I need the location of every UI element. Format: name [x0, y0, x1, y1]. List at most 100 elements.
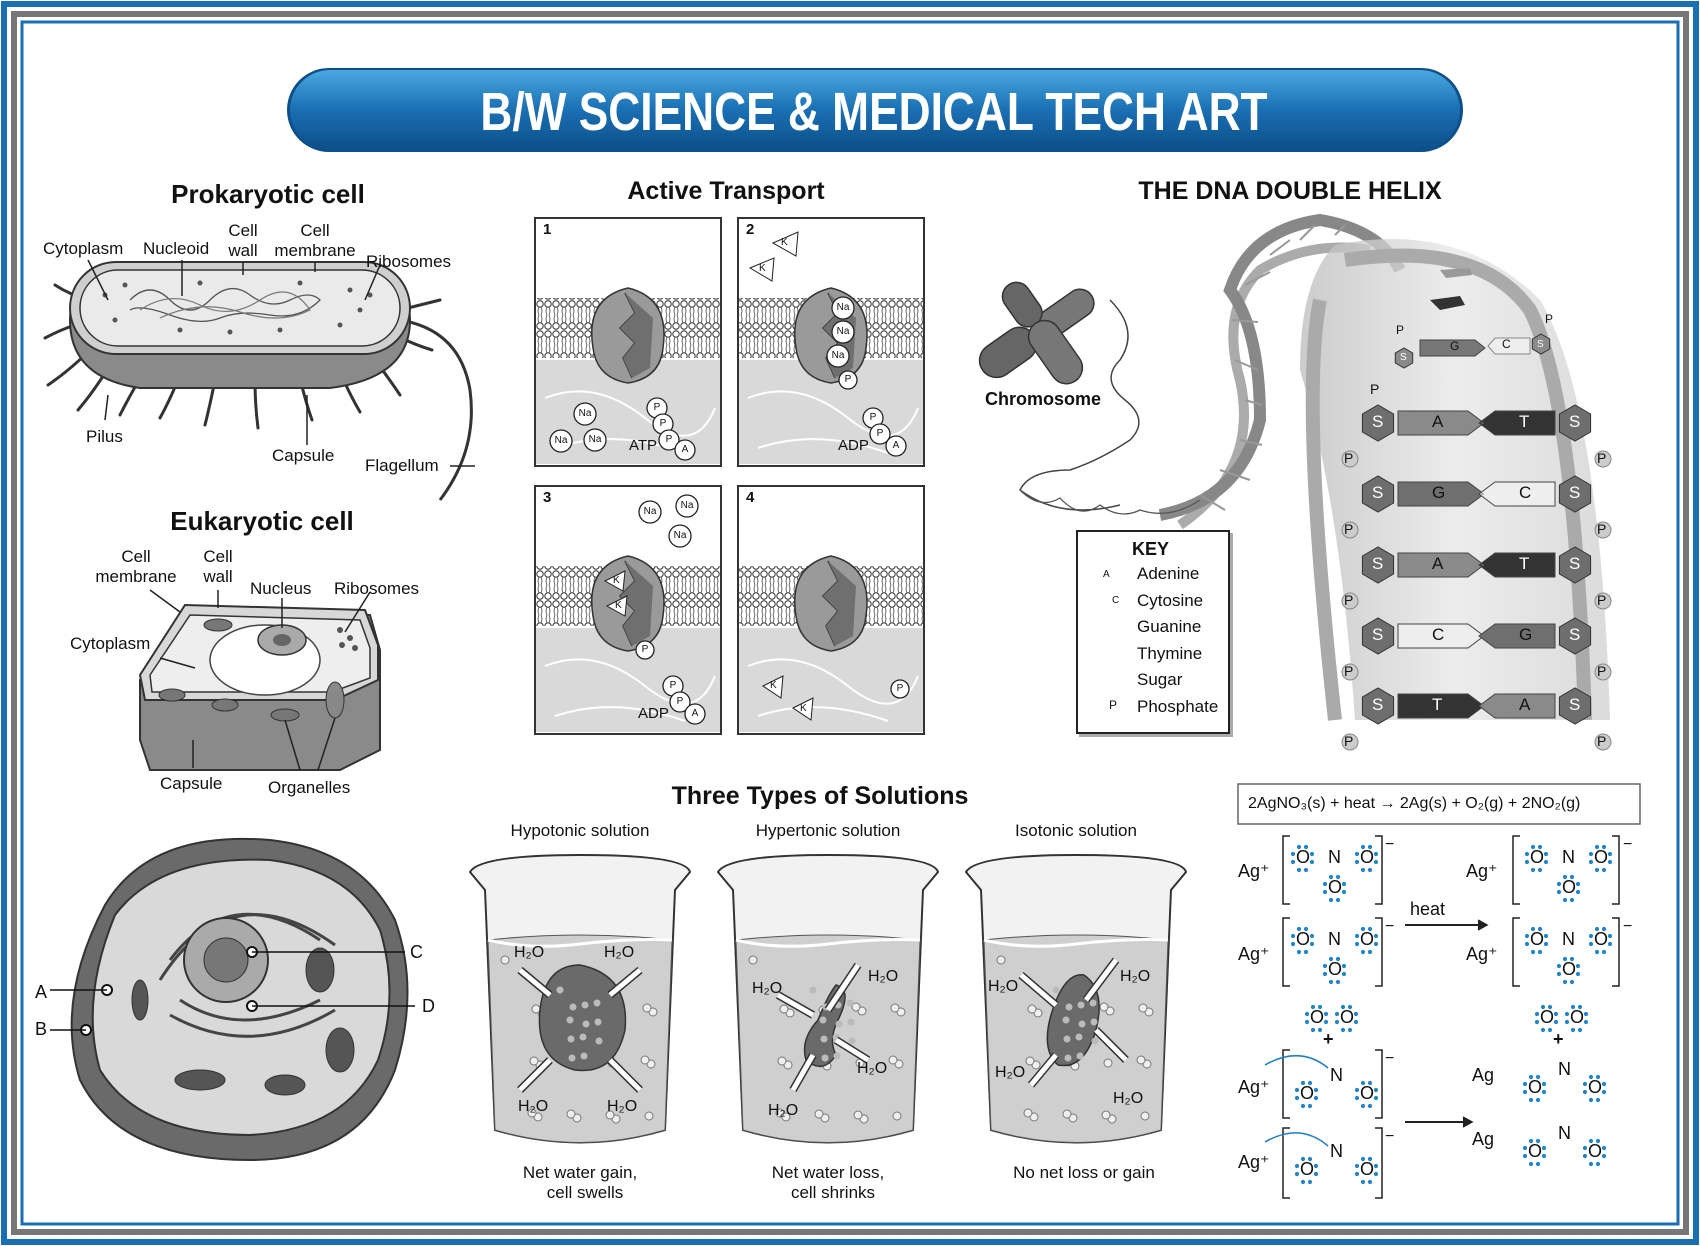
water-label-9: H₂O [1120, 968, 1151, 985]
na-ion-1a-circle [573, 402, 597, 426]
chem-ag-1: Ag [1472, 1065, 1495, 1085]
key-letter-c: C [1112, 595, 1120, 606]
dna-p-left-1: P [1344, 521, 1354, 537]
p-2-circle [838, 370, 858, 390]
key-label-phosphate: Phosphate [1137, 696, 1219, 716]
dna-key-box: KEY [1076, 530, 1230, 734]
solution-caption1-2: No net loss or gain [1013, 1163, 1155, 1182]
na-ion-1b-circle [549, 429, 573, 453]
k-ion-3b: K [615, 600, 622, 611]
label-a: A [35, 982, 48, 1002]
p-2b-circle [869, 423, 891, 445]
o2-1-atom-0: O [1310, 1007, 1325, 1027]
label-cell-membrane-1: Cell [300, 221, 330, 240]
nitrite-4-atom-1: O [1528, 1141, 1543, 1161]
nitrite-2-atom-1: O [1300, 1159, 1315, 1179]
nitrate-4-atom-3: O [1562, 959, 1577, 979]
p-4-circle [890, 679, 910, 699]
nitrate-1-atom-0: O [1296, 847, 1311, 867]
label-cell-wall-1: Cell [228, 221, 258, 240]
na-ion-3b: Na [680, 500, 694, 511]
p-2: P [844, 374, 852, 385]
na-ion-3a-circle [638, 500, 662, 524]
p-3a: P [669, 680, 677, 691]
na-ion-3c-circle [668, 524, 692, 548]
label-capsule: Capsule [272, 446, 335, 465]
nitrate-2-atom-2: O [1360, 929, 1375, 949]
label-nucleoid: Nucleoid [143, 239, 210, 258]
na-ion-3a: Na [643, 506, 657, 517]
p-2a: P [869, 412, 877, 423]
dna-top-right-label: C [1502, 337, 1511, 351]
dna-p-right-0: P [1597, 450, 1607, 466]
dna-p-right-4: P [1597, 733, 1607, 749]
dna-s-right-1: S [1569, 483, 1581, 502]
label-cytoplasm: Cytoplasm [43, 239, 124, 258]
atp-label: ATP [629, 437, 658, 454]
p-1c: P [665, 434, 673, 445]
water-label-6: H₂O [857, 1060, 888, 1077]
nitrate-3-atom-1: N [1562, 847, 1575, 867]
water-label-10: H₂O [995, 1064, 1026, 1081]
chem-equation: 2AgNO₃(s) + heat → 2Ag(s) + O₂(g) + 2NO₂… [1248, 795, 1581, 812]
dna-title: THE DNA DOUBLE HELIX [1138, 177, 1442, 205]
poster-title: B/W SCIENCE & MEDICAL TECH ART [480, 82, 1268, 142]
label-euk-capsule: Capsule [160, 774, 223, 793]
dna-p-left-0: P [1344, 450, 1354, 466]
eukaryotic-title: Eukaryotic cell [170, 506, 354, 536]
dna-top-p-left: P [1396, 323, 1405, 337]
k-ion-4a: K [770, 680, 777, 691]
k-ion-4b: K [800, 703, 807, 714]
chem-ag-plus-2: Ag⁺ [1238, 944, 1270, 964]
label-chromosome: Chromosome [985, 389, 1102, 409]
dna-s-left-2: S [1372, 554, 1384, 573]
dna-p-right-3: P [1597, 663, 1607, 679]
chem-heat-label: heat [1410, 899, 1446, 919]
solutions-illustration [468, 853, 1188, 1144]
dna-base-right-label-3: G [1519, 625, 1533, 644]
dna-sugar-left-3 [1361, 617, 1395, 655]
nitrate-1-atom-2: O [1360, 847, 1375, 867]
nitrate-2-atom-3: O [1328, 959, 1343, 979]
nitrite-2-atom-0: N [1330, 1141, 1343, 1161]
label-euk-ribosomes: Ribosomes [334, 579, 420, 598]
dna-base-right-4 [1478, 693, 1556, 719]
dna-base-left-label-2: A [1432, 554, 1444, 573]
na-ion-3b-circle [675, 494, 699, 518]
nitrate-3-atom-2: O [1594, 847, 1609, 867]
dna-base-left-1 [1397, 481, 1485, 507]
chem-minus-3: − [1623, 918, 1633, 935]
water-label-3: H₂O [607, 1098, 638, 1115]
transport-panel-number-2: 2 [746, 221, 755, 238]
nitrate-3-atom-0: O [1530, 847, 1545, 867]
p-4: P [896, 683, 904, 694]
na-ion-2b-circle [831, 320, 855, 344]
water-label-5: H₂O [868, 968, 899, 985]
label-cell-wall-2: wall [228, 241, 258, 260]
nitrite-3-atom-0: N [1558, 1059, 1571, 1079]
dna-s-right-0: S [1569, 412, 1581, 431]
nitrite-1-atom-2: O [1360, 1083, 1375, 1103]
na-ion-1b: Na [554, 435, 568, 446]
dna-sugar-right-3 [1558, 617, 1592, 655]
chem-ag-plus-5: Ag⁺ [1238, 1077, 1270, 1097]
key-label-adenine: Adenine [1137, 564, 1200, 583]
water-label-4: H₂O [752, 980, 783, 997]
dna-top-p-right: P [1545, 312, 1554, 326]
active-transport-title: Active Transport [627, 177, 825, 205]
water-label-0: H₂O [514, 944, 545, 961]
na-ion-2a-circle [831, 296, 855, 320]
label-ribosomes: Ribosomes [366, 252, 452, 271]
a-1: A [681, 444, 689, 455]
nitrite-3-atom-2: O [1588, 1077, 1603, 1097]
p-2b: P [876, 428, 884, 439]
nitrate-4-atom-1: N [1562, 929, 1575, 949]
nitrate-4-atom-0: O [1530, 929, 1545, 949]
nitrite-4-atom-2: O [1588, 1141, 1603, 1161]
water-label-11: H₂O [1113, 1090, 1144, 1107]
water-label-1: H₂O [604, 944, 635, 961]
solution-name-1: Hypertonic solution [755, 821, 901, 840]
water-label-7: H₂O [768, 1102, 799, 1119]
dna-s-left-0: S [1372, 412, 1384, 431]
